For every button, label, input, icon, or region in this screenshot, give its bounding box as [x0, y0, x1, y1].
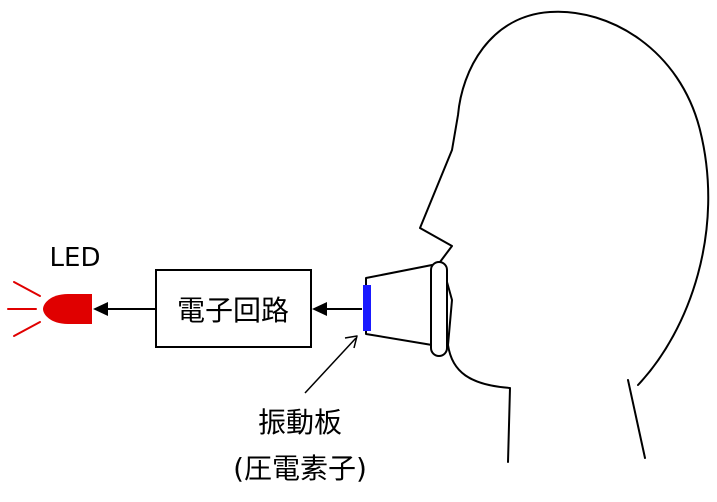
led-body [43, 294, 92, 324]
arrowhead-to-circuit [312, 302, 327, 316]
diaphragm-label: 振動板 [258, 406, 342, 439]
mouthpiece-cone [365, 264, 433, 346]
circuit-label: 電子回路 [177, 294, 289, 327]
diaphragm-plate [363, 285, 371, 331]
arrowhead-to-led [93, 302, 108, 316]
pointer-arrowhead [344, 335, 358, 349]
led-light-rays [7, 281, 41, 337]
led-label: LED [50, 243, 101, 273]
mouthpiece-rim [430, 261, 448, 357]
piezo-label: (圧電素子) [233, 452, 367, 485]
pointer-line [304, 337, 357, 394]
head-profile [419, 10, 710, 463]
circuit-box [155, 269, 312, 348]
